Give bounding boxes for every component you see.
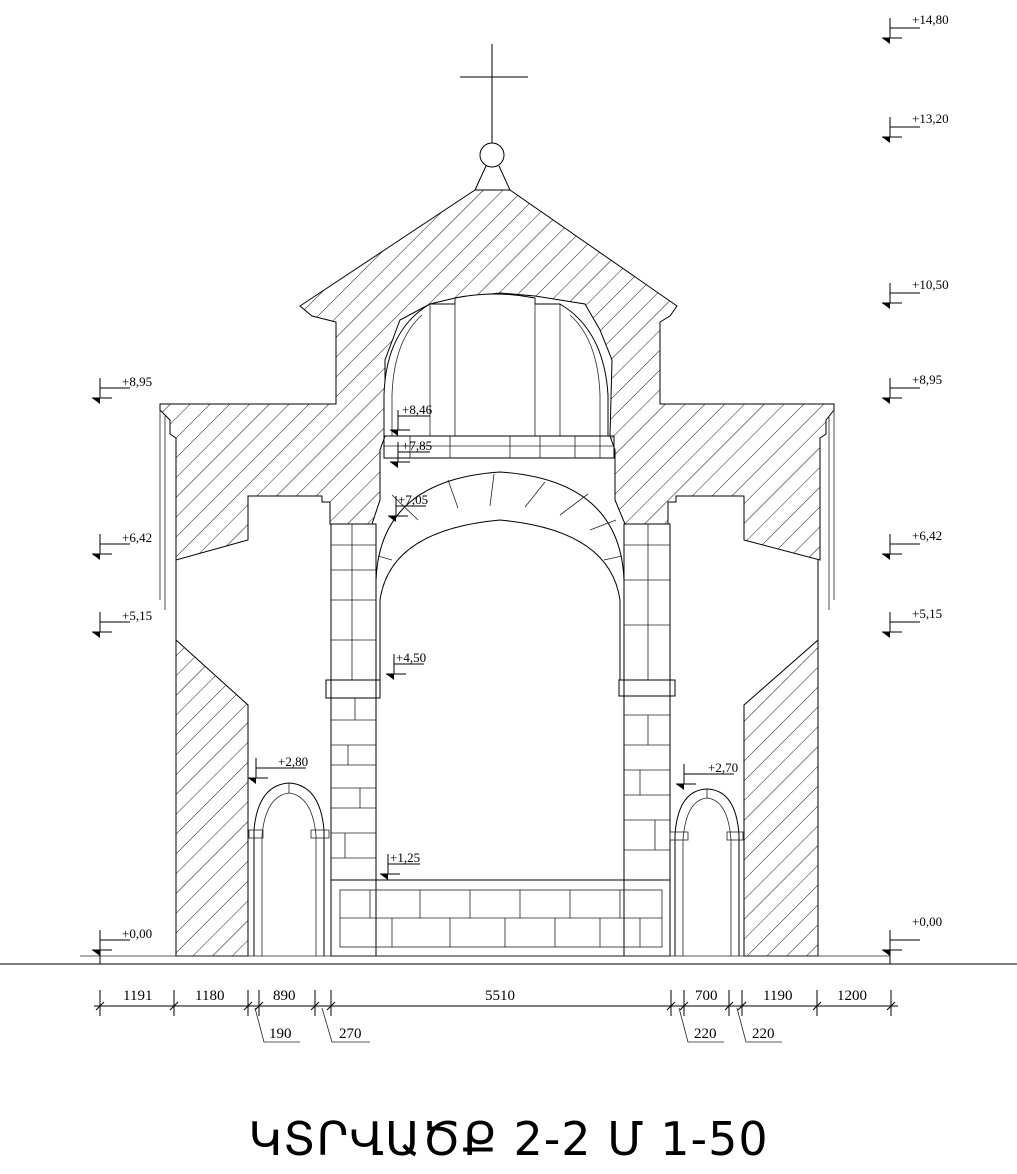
svg-text:+2,80: +2,80 bbox=[278, 754, 308, 769]
dome-roof-section bbox=[159, 189, 835, 561]
svg-text:1200: 1200 bbox=[837, 988, 867, 1004]
drum-cornice bbox=[383, 435, 615, 459]
svg-text:+4,50: +4,50 bbox=[396, 650, 426, 665]
svg-text:+14,80: +14,80 bbox=[912, 12, 949, 27]
central-arch bbox=[375, 471, 625, 680]
svg-text:+7,05: +7,05 bbox=[398, 492, 428, 507]
svg-text:+7,85: +7,85 bbox=[402, 438, 432, 453]
elevation-marks-left: +8,95 +6,42 +5,15 +0,00 bbox=[92, 374, 152, 964]
svg-text:+13,20: +13,20 bbox=[912, 111, 949, 126]
svg-text:+8,95: +8,95 bbox=[122, 374, 152, 389]
svg-text:+10,50: +10,50 bbox=[912, 277, 949, 292]
svg-text:890: 890 bbox=[273, 988, 296, 1004]
svg-text:5510: 5510 bbox=[485, 988, 515, 1004]
cross-icon bbox=[460, 44, 528, 191]
svg-text:+5,15: +5,15 bbox=[912, 606, 942, 621]
svg-text:+6,42: +6,42 bbox=[122, 530, 152, 545]
elevation-marks-interior: +8,46 +7,85 +7,05 +4,50 +2,80 +2,70 +1,2… bbox=[248, 402, 738, 880]
svg-text:1190: 1190 bbox=[763, 988, 792, 1004]
elevation-marks-right: +14,80 +13,20 +10,50 +8,95 +6,42 +5,15 +… bbox=[882, 12, 949, 964]
drawing-title: ԿՏՐՎԱԾՔ 2-2 Մ 1-50 bbox=[248, 1112, 769, 1166]
dimension-chain: 1191 1180 890 5510 700 1190 1200 190 270… bbox=[94, 988, 898, 1043]
left-doorway bbox=[248, 782, 330, 956]
right-lower-wall bbox=[743, 638, 819, 957]
svg-text:+0,00: +0,00 bbox=[122, 926, 152, 941]
svg-text:+8,95: +8,95 bbox=[912, 372, 942, 387]
altar-platform bbox=[330, 879, 671, 957]
svg-text:+6,42: +6,42 bbox=[912, 528, 942, 543]
svg-text:270: 270 bbox=[339, 1026, 362, 1042]
svg-text:+8,46: +8,46 bbox=[402, 402, 433, 417]
svg-text:+1,25: +1,25 bbox=[390, 850, 420, 865]
svg-text:700: 700 bbox=[695, 988, 718, 1004]
svg-text:1191: 1191 bbox=[123, 988, 152, 1004]
svg-text:190: 190 bbox=[269, 1026, 292, 1042]
left-pier bbox=[325, 523, 381, 957]
svg-text:+0,00: +0,00 bbox=[912, 914, 942, 929]
right-doorway bbox=[669, 788, 744, 956]
dome-interior bbox=[383, 293, 609, 437]
svg-text:220: 220 bbox=[694, 1026, 717, 1042]
svg-text:+2,70: +2,70 bbox=[708, 760, 738, 775]
svg-text:220: 220 bbox=[752, 1026, 775, 1042]
svg-text:1180: 1180 bbox=[195, 988, 224, 1004]
svg-text:+5,15: +5,15 bbox=[122, 608, 152, 623]
left-lower-wall bbox=[175, 638, 249, 957]
right-pier bbox=[618, 523, 676, 957]
